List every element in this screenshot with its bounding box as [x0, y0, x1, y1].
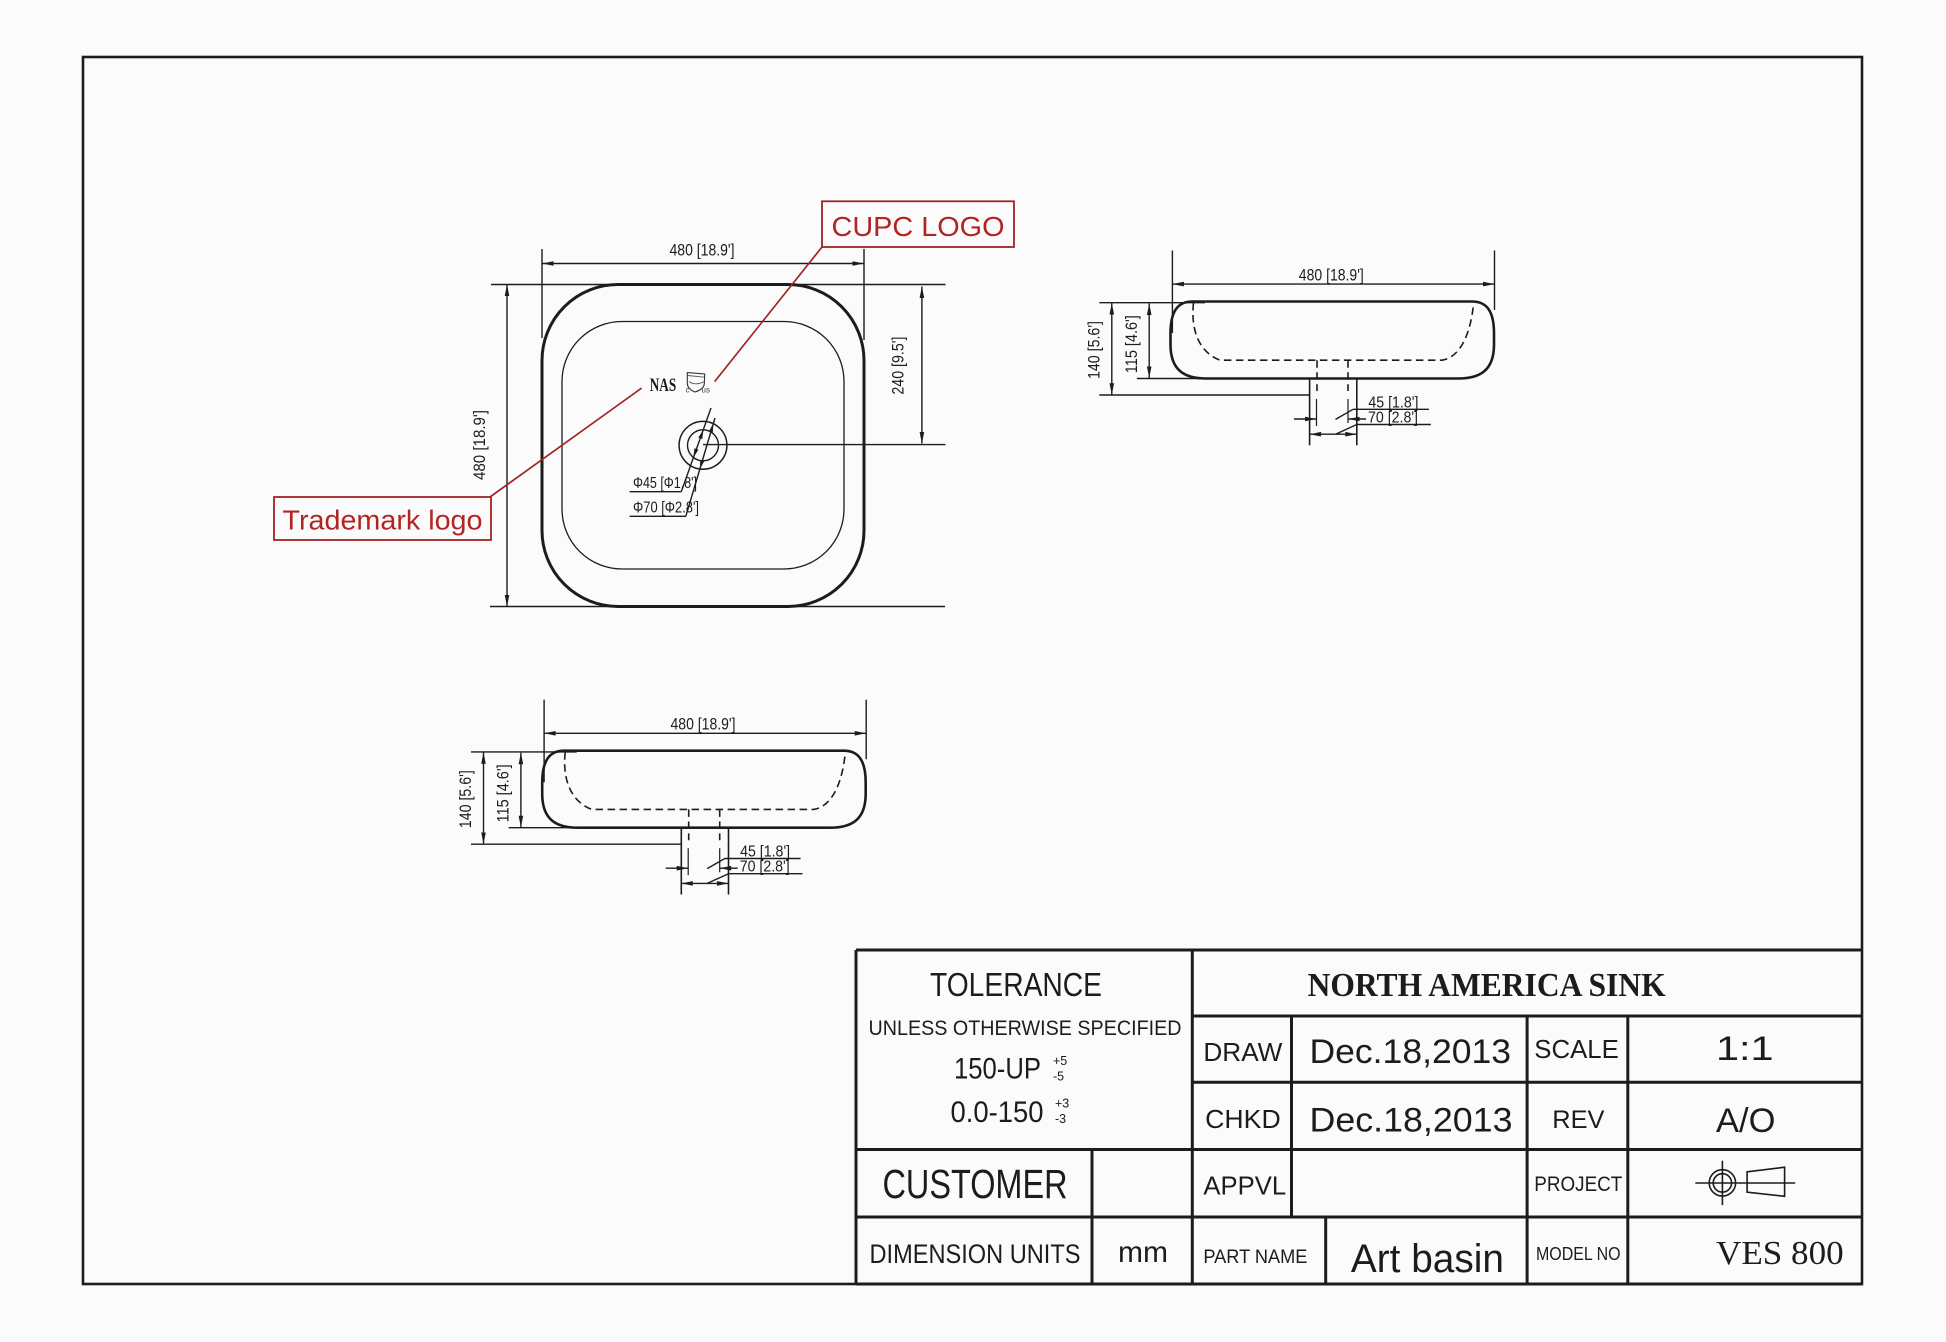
svg-text:Dec.18,2013: Dec.18,2013 — [1310, 1102, 1513, 1140]
svg-text:Trademark logo: Trademark logo — [283, 505, 483, 536]
svg-text:PART NAME: PART NAME — [1203, 1246, 1307, 1268]
svg-text:c: c — [686, 386, 690, 395]
svg-text:115 [4.6']: 115 [4.6'] — [494, 764, 513, 822]
svg-text:480 [18.9']: 480 [18.9'] — [1299, 266, 1364, 285]
svg-text:NAS: NAS — [650, 375, 677, 396]
svg-text:A/O: A/O — [1716, 1102, 1775, 1140]
svg-text:CUSTOMER: CUSTOMER — [883, 1161, 1068, 1207]
svg-text:mm: mm — [1118, 1236, 1168, 1269]
svg-text:+3: +3 — [1055, 1097, 1069, 1111]
svg-text:TOLERANCE: TOLERANCE — [930, 966, 1102, 1003]
svg-text:+5: +5 — [1053, 1054, 1067, 1068]
svg-text:45 [1.8']: 45 [1.8'] — [1368, 394, 1418, 411]
svg-text:115 [4.6']: 115 [4.6'] — [1122, 315, 1141, 373]
svg-text:140 [5.6']: 140 [5.6'] — [1084, 321, 1103, 379]
svg-text:VES 800: VES 800 — [1716, 1235, 1844, 1272]
svg-text:MODEL NO: MODEL NO — [1536, 1244, 1621, 1264]
svg-text:CUPC LOGO: CUPC LOGO — [832, 211, 1005, 242]
svg-text:us: us — [702, 386, 710, 395]
svg-text:70 [2.8']: 70 [2.8'] — [1368, 410, 1418, 427]
svg-text:SCALE: SCALE — [1534, 1034, 1619, 1064]
svg-text:0.0-150: 0.0-150 — [951, 1096, 1044, 1129]
svg-text:1:1: 1:1 — [1716, 1030, 1774, 1068]
svg-text:-3: -3 — [1055, 1112, 1066, 1126]
svg-text:Dec.18,2013: Dec.18,2013 — [1310, 1033, 1512, 1071]
svg-text:DIMENSION UNITS: DIMENSION UNITS — [870, 1239, 1081, 1269]
svg-text:APPVL: APPVL — [1203, 1171, 1286, 1201]
svg-text:240 [9.5']: 240 [9.5'] — [889, 337, 908, 395]
svg-text:DRAW: DRAW — [1203, 1037, 1282, 1067]
svg-text:REV: REV — [1552, 1106, 1605, 1134]
svg-text:480 [18.9']: 480 [18.9'] — [671, 715, 736, 734]
svg-text:480 [18.9']: 480 [18.9'] — [670, 241, 735, 260]
svg-text:PROJECT: PROJECT — [1534, 1173, 1622, 1196]
svg-text:480 [18.9']: 480 [18.9'] — [470, 410, 489, 480]
svg-text:70 [2.8']: 70 [2.8'] — [740, 859, 790, 876]
svg-text:CHKD: CHKD — [1205, 1104, 1281, 1134]
svg-text:Φ45 [Φ1.8']: Φ45 [Φ1.8'] — [633, 475, 697, 492]
svg-text:45 [1.8']: 45 [1.8'] — [740, 844, 790, 861]
svg-text:Art basin: Art basin — [1351, 1237, 1504, 1281]
svg-text:150-UP: 150-UP — [954, 1053, 1041, 1086]
svg-text:UNLESS OTHERWISE SPECIFIED: UNLESS OTHERWISE SPECIFIED — [869, 1017, 1182, 1040]
svg-text:NORTH AMERICA SINK: NORTH AMERICA SINK — [1308, 967, 1667, 1004]
svg-text:-5: -5 — [1053, 1070, 1064, 1084]
svg-text:140 [5.6']: 140 [5.6'] — [456, 770, 475, 828]
svg-text:Φ70 [Φ2.8']: Φ70 [Φ2.8'] — [633, 500, 699, 517]
